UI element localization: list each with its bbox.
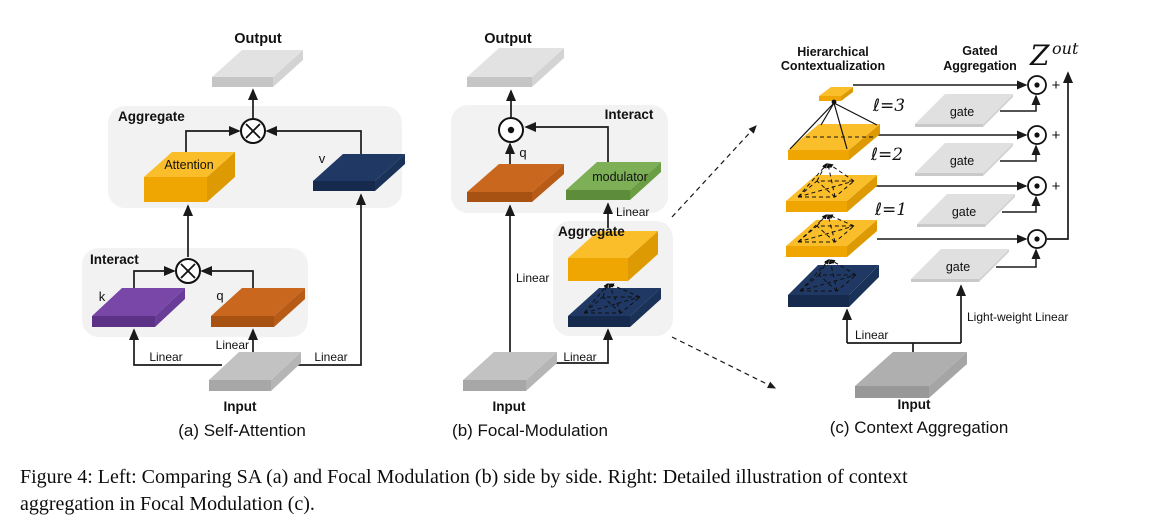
circle-times-icon [240, 118, 266, 144]
gate1-label: gate [950, 105, 974, 119]
attention-box [144, 152, 235, 202]
linear-k-label: Linear [149, 350, 182, 364]
pyramid-level2 [796, 214, 856, 243]
gate1-plate [915, 94, 1013, 127]
interact-label-b: Interact [605, 107, 654, 122]
v-label: v [319, 151, 326, 166]
level3-plate [788, 124, 880, 160]
gated-title-line2: Aggregation [943, 59, 1017, 73]
z-out-superscript: out [1052, 39, 1079, 58]
arrow-v-to-multiply [265, 125, 362, 154]
output-label-b: Output [484, 31, 532, 47]
output-plate-b [467, 48, 564, 87]
context-plate-b [568, 288, 661, 327]
level2-label: ℓ=2 [870, 145, 903, 165]
linear-q-label-a: Linear [216, 338, 249, 352]
figure-caption: Figure 4: Left: Comparing SA (a) and Foc… [20, 464, 1160, 518]
input-label-b: Input [493, 399, 526, 414]
focal-pyramid-b [582, 283, 642, 314]
v-plate [313, 154, 405, 191]
feature-plate-c [788, 265, 879, 307]
gate2-plate [915, 143, 1013, 176]
figure-caption-line2: aggregation in Focal Modulation (c). [20, 493, 315, 515]
gate3-to-dot [1002, 195, 1041, 213]
aggregate-box-b [568, 231, 658, 281]
gate2-to-dot [1000, 144, 1041, 162]
z-out-base: Z [1029, 39, 1050, 72]
linear-modulator-label: Linear [616, 205, 649, 219]
pyramid-global [789, 99, 878, 150]
circle-dot-icon [1027, 125, 1047, 145]
arrow-linear-k [128, 328, 222, 366]
dashed-arrow-to-panel-c-top [671, 125, 757, 218]
pyramid-level1 [798, 259, 858, 292]
aggregate-label-b: Aggregate [558, 224, 625, 239]
modulator-plate [566, 162, 661, 200]
arrow-attention-to-multiply [185, 125, 241, 153]
hier-title-line1: Hierarchical [797, 45, 869, 59]
input-label-a: Input [224, 399, 257, 414]
hier-title-line2: Contextualization [781, 59, 885, 73]
q-label-a: q [216, 288, 223, 303]
circle-times-icon [175, 258, 201, 284]
panel-a: Output Aggregate Attention v Interact k … [82, 31, 405, 440]
q-label-b: q [519, 145, 526, 160]
pyramid-level3 [796, 163, 856, 198]
linear-context-label: Linear [563, 350, 596, 364]
gated-title-line1: Gated [962, 44, 997, 58]
circle-dot-icon [1027, 75, 1047, 95]
panel-a-caption: (a) Self-Attention [178, 421, 306, 440]
input-label-c: Input [898, 397, 931, 412]
gate3-label: gate [952, 205, 976, 219]
aggregate-label-a: Aggregate [118, 109, 185, 124]
linear-label-c: Linear [855, 328, 888, 342]
circle-dot-icon [1027, 229, 1047, 249]
input-plate-a [209, 352, 301, 391]
circle-dot-icon [1027, 176, 1047, 196]
level1-plate [786, 220, 877, 257]
gate4-to-dot [996, 248, 1041, 268]
q-plate-b [467, 164, 564, 202]
panel-c-caption: (c) Context Aggregation [830, 418, 1009, 437]
k-label: k [99, 289, 106, 304]
plus-sign-1: + [1052, 77, 1061, 94]
input-plate-c [855, 352, 967, 398]
figure-caption-line1: Figure 4: Left: Comparing SA (a) and Foc… [20, 466, 908, 488]
gate2-label: gate [950, 154, 974, 168]
gate3-plate [917, 194, 1015, 227]
panel-b-caption: (b) Focal-Modulation [452, 421, 608, 440]
figure-canvas: Output Aggregate Attention v Interact k … [82, 31, 1079, 440]
dashed-arrow-to-panel-c-bottom [671, 336, 777, 389]
global-plate [819, 87, 853, 101]
arrow-linear-v [288, 193, 367, 366]
arrow-modulator-to-dot [524, 121, 609, 163]
level3-label: ℓ=3 [872, 96, 905, 116]
panel-b: Output Interact q modulator Linear Aggre… [451, 31, 777, 440]
lightweight-linear-label: Light-weight Linear [967, 310, 1068, 324]
attention-label: Attention [164, 158, 213, 172]
linear-v-label: Linear [314, 350, 347, 364]
gate4-plate [911, 249, 1009, 282]
plus-sign-2: + [1052, 127, 1061, 144]
interact-label-a: Interact [90, 252, 139, 267]
linear-q-label-b: Linear [516, 271, 549, 285]
input-plate-b [463, 352, 557, 391]
circle-dot-icon [498, 117, 524, 143]
modulator-label: modulator [592, 170, 648, 184]
panel-c: Hierarchical Contextualization Gated Agg… [781, 39, 1079, 437]
k-plate [92, 288, 185, 327]
plus-sign-3: + [1052, 178, 1061, 195]
output-plate-a [212, 50, 303, 87]
level2-plate [786, 175, 877, 212]
arrow-linear-context [549, 328, 614, 364]
output-label-a: Output [234, 31, 282, 47]
level1-label: ℓ=1 [874, 200, 907, 220]
sum-collector-line [1047, 71, 1074, 240]
q-plate-a [211, 288, 305, 327]
gate4-label: gate [946, 260, 970, 274]
gate1-to-dot [1000, 94, 1041, 112]
